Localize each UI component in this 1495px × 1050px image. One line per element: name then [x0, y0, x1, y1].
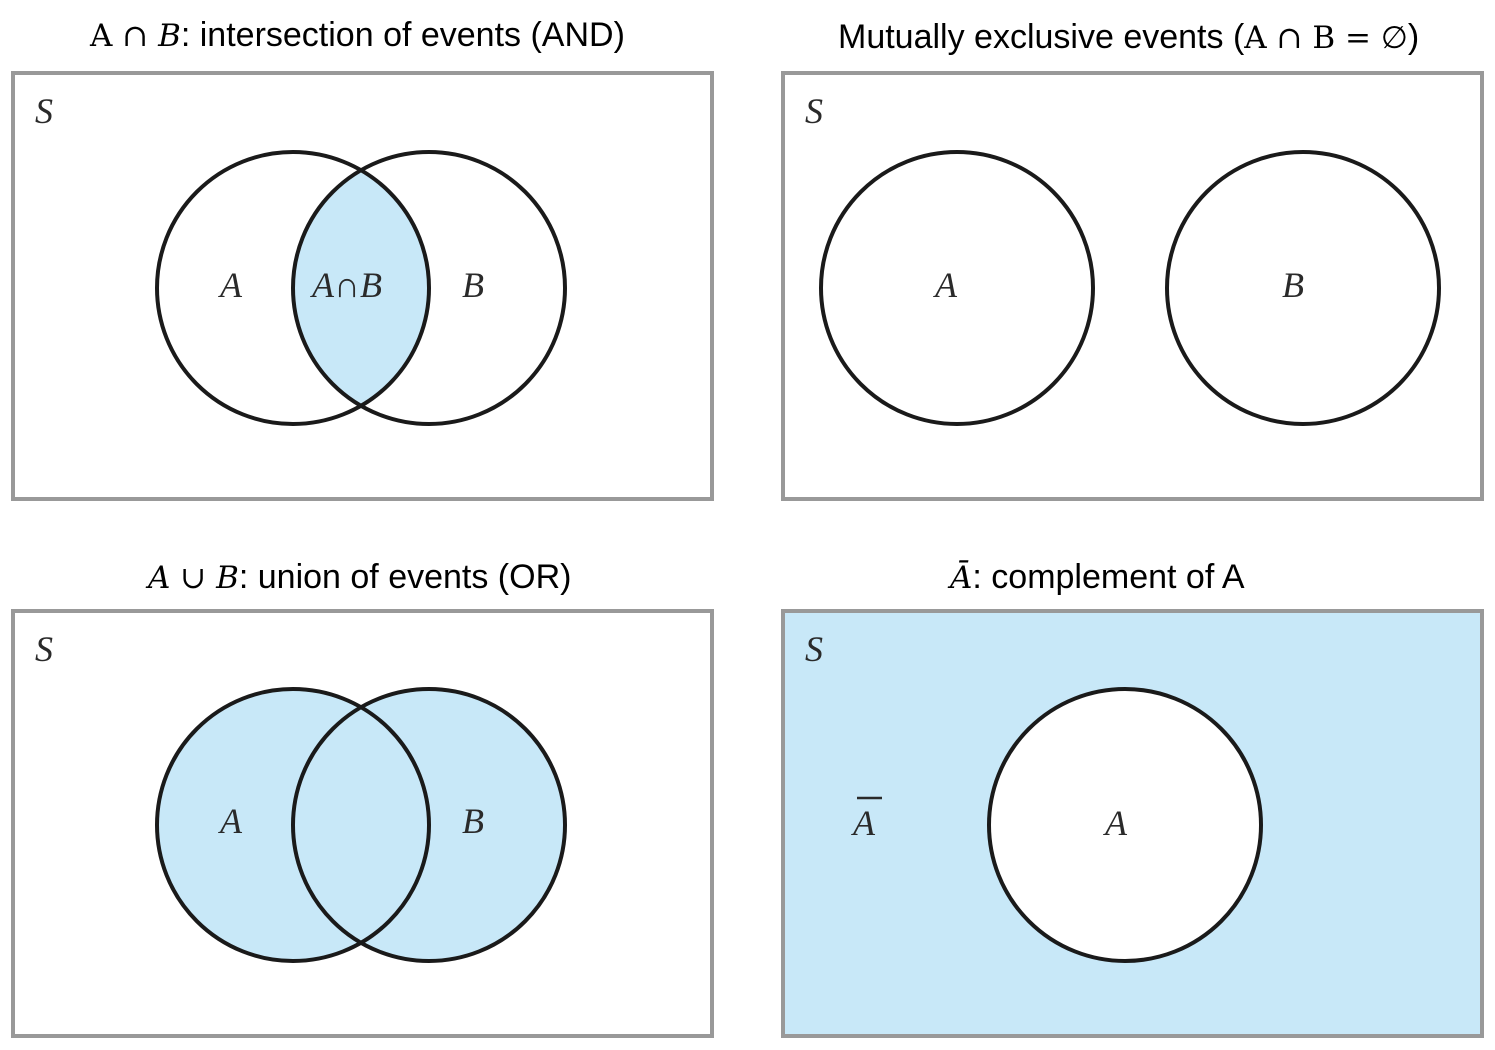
title-intersection-op: ∩ [112, 18, 159, 54]
label-a: A [218, 265, 243, 305]
title-union: A ∪ B: union of events (OR) [148, 558, 571, 597]
circle-a [155, 687, 431, 963]
panel-exclusive: S A B [781, 71, 1484, 501]
label-sample-space: S [35, 91, 53, 131]
label-b: B [462, 265, 484, 305]
label-a: A [1103, 803, 1128, 843]
title-exclusive-expr: A ∩ B = ∅ [1244, 20, 1408, 56]
panel-intersection: S A A∩B B [11, 71, 714, 501]
circle-b [1165, 150, 1441, 426]
title-intersection-a: A [90, 18, 113, 54]
title-union-text: : union of events (OR) [238, 558, 572, 596]
panel-complement: S A A [781, 609, 1484, 1038]
title-union-a: A [148, 560, 171, 596]
title-union-b: B [216, 560, 239, 596]
label-a: A [933, 265, 958, 305]
title-intersection-text: : intersection of events (AND) [180, 16, 625, 54]
label-sample-space: S [35, 629, 53, 669]
label-a-intersect-b: A∩B [310, 265, 382, 305]
title-exclusive-text-before: Mutually exclusive events ( [838, 18, 1245, 56]
circle-b [291, 150, 567, 426]
label-sample-space: S [805, 91, 823, 131]
title-complement-text: : complement of A [972, 558, 1245, 596]
title-union-op: ∪ [170, 560, 217, 596]
label-a: A [218, 801, 243, 841]
title-complement: Ā: complement of A [950, 558, 1245, 597]
label-b: B [462, 801, 484, 841]
intersection-region [293, 152, 429, 424]
title-intersection: A ∩ B: intersection of events (AND) [90, 16, 625, 55]
circle-b [291, 687, 567, 963]
label-sample-space: S [805, 629, 823, 669]
circle-a [155, 150, 431, 426]
panel-union: S A B [11, 609, 714, 1038]
title-exclusive-text-after: ) [1407, 18, 1420, 56]
title-exclusive: Mutually exclusive events (A ∩ B = ∅) [838, 18, 1419, 57]
label-b: B [1282, 265, 1304, 305]
circle-a [819, 150, 1095, 426]
circle-a [987, 687, 1263, 963]
sample-space-frame [781, 71, 1484, 501]
title-complement-expr: Ā [950, 560, 973, 596]
label-complement-of-a: A [851, 803, 876, 843]
title-intersection-b: B [158, 18, 181, 54]
